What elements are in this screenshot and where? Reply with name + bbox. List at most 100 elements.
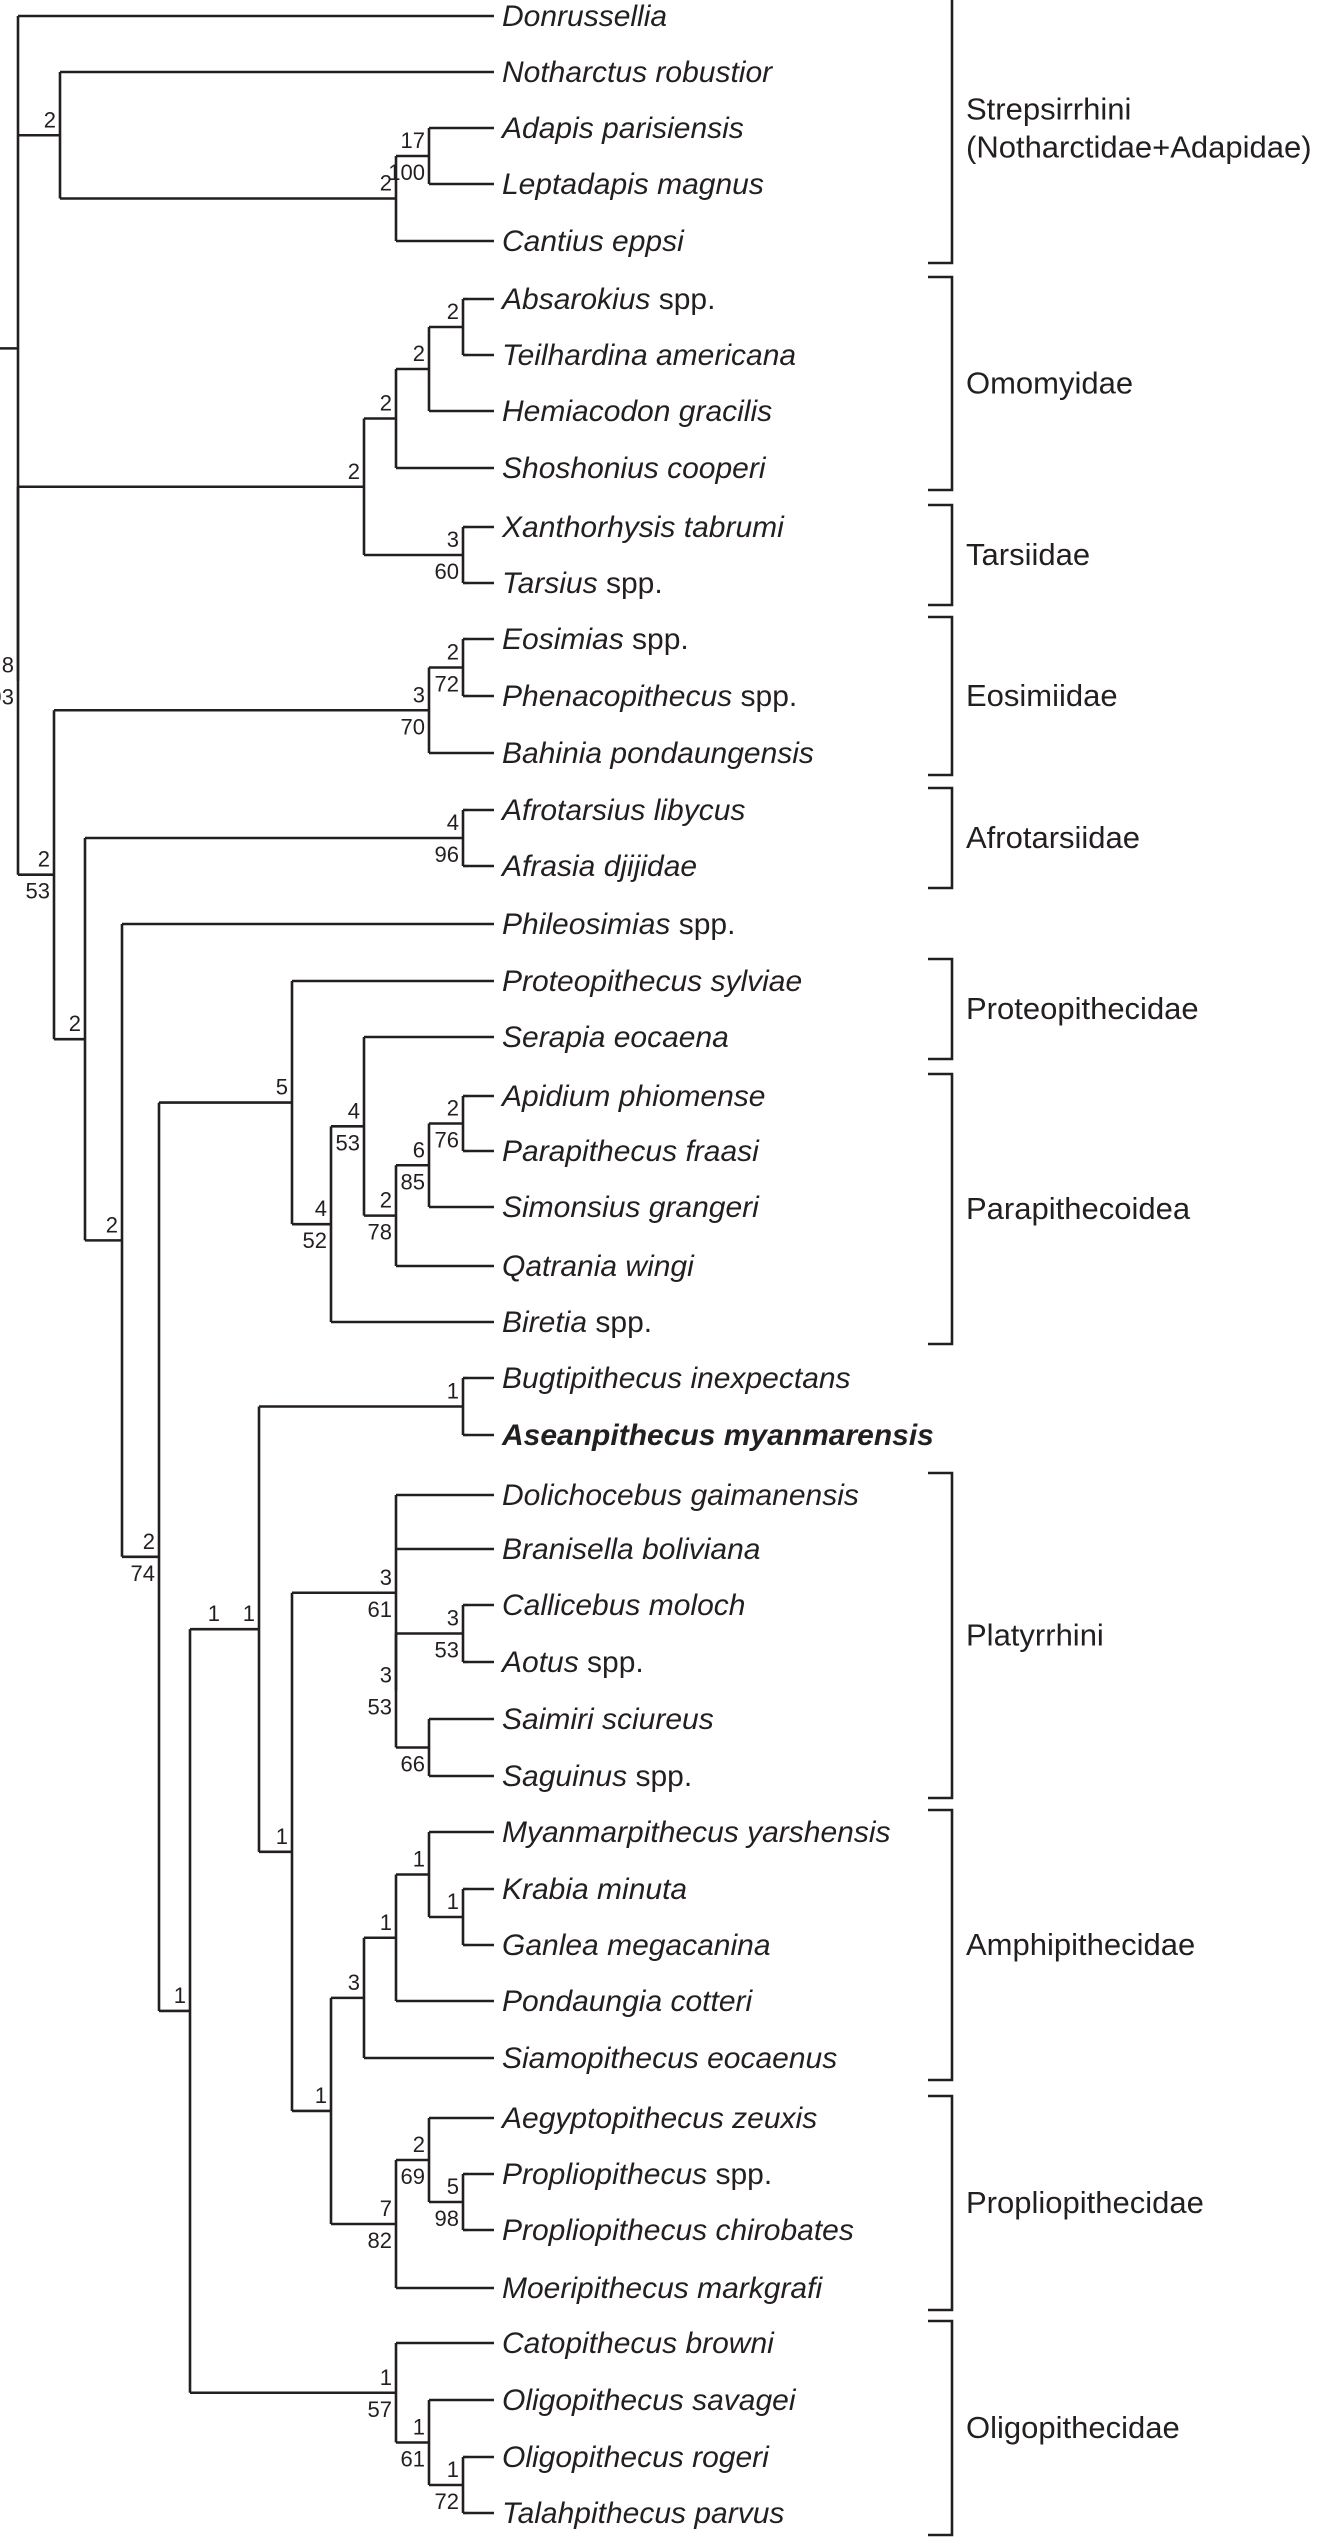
taxon-name: Pondaungia cotteri	[502, 1985, 754, 2018]
taxon-name: Teilhardina americana	[502, 339, 796, 372]
bootstrap-value: 78	[368, 1220, 392, 1245]
support-value: 2	[44, 107, 56, 132]
group-label: Parapithecoidea	[966, 1191, 1191, 1226]
support-value: 1	[243, 1601, 255, 1626]
group-label: Afrotarsiidae	[966, 820, 1140, 855]
taxon-name: Aegyptopithecus zeuxis	[500, 2102, 817, 2135]
support-value: 4	[348, 1098, 360, 1123]
taxon-name: Bugtipithecus inexpectans	[502, 1362, 851, 1395]
taxon-label: Tarsius spp.	[502, 567, 663, 600]
support-value: 1	[447, 2457, 459, 2482]
taxon-label: Afrasia djijidae	[500, 850, 697, 883]
taxon-suffix: spp.	[598, 567, 663, 600]
taxon-name: Bahinia pondaungensis	[502, 737, 814, 770]
taxon-label: Ganlea megacanina	[502, 1929, 771, 1962]
support-value: 1	[413, 2415, 425, 2440]
taxon-name: Xanthorhysis tabrumi	[501, 511, 785, 544]
taxon-label: Oligopithecus rogeri	[502, 2441, 770, 2474]
group-bracket	[928, 1471, 954, 1800]
taxon-label: Phileosimias spp.	[502, 908, 735, 941]
support-value: 1	[208, 1601, 220, 1626]
taxon-name: Serapia eocaena	[502, 1021, 729, 1054]
taxon-label: Apidium phiomense	[500, 1080, 765, 1113]
bootstrap-value: 96	[435, 842, 459, 867]
taxon-suffix: spp.	[707, 2158, 772, 2191]
group-bracket	[928, 2319, 954, 2537]
taxon-name: Krabia minuta	[502, 1873, 687, 1906]
support-value: 1	[174, 1983, 186, 2008]
support-value: 2	[38, 847, 50, 872]
group-label: (Notharctidae+Adapidae)	[966, 130, 1312, 165]
taxon-label: Bugtipithecus inexpectans	[502, 1362, 851, 1395]
taxon-label: Krabia minuta	[502, 1873, 687, 1906]
taxon-name: Dolichocebus gaimanensis	[502, 1479, 859, 1512]
bootstrap-value: 53	[336, 1130, 360, 1155]
taxon-name: Hemiacodon gracilis	[502, 395, 772, 428]
support-values: 1710022222360227237049627668527845345251…	[0, 107, 459, 2514]
taxon-suffix: spp.	[624, 623, 689, 656]
support-value: 2	[413, 2132, 425, 2157]
taxon-name: Biretia	[502, 1306, 587, 1339]
bootstrap-value: 66	[401, 1752, 425, 1777]
taxon-name: Eosimias	[502, 623, 624, 656]
taxon-name: Parapithecus fraasi	[502, 1135, 760, 1168]
bootstrap-value: 82	[368, 2228, 392, 2253]
group-bracket	[928, 503, 954, 607]
bootstrap-value: 57	[368, 2397, 392, 2422]
support-value: 5	[276, 1075, 288, 1100]
taxon-label: Absarokius spp.	[500, 283, 715, 316]
taxon-name: Saguinus	[502, 1760, 627, 1793]
taxon-label: Saguinus spp.	[502, 1760, 692, 1793]
bootstrap-value: 93	[0, 685, 14, 710]
bootstrap-value: 72	[435, 672, 459, 697]
group-label: Amphipithecidae	[966, 1927, 1195, 1962]
support-value: 3	[447, 527, 459, 552]
taxon-name: Tarsius	[502, 567, 598, 600]
taxon-label: Saimiri sciureus	[502, 1703, 714, 1736]
taxon-label: Shoshonius cooperi	[502, 452, 767, 485]
group-bracket	[928, 1072, 954, 1346]
taxon-name: Leptadapis magnus	[502, 168, 764, 201]
bootstrap-value: 53	[435, 1638, 459, 1663]
taxon-suffix: spp.	[587, 1306, 652, 1339]
group-bracket	[928, 957, 954, 1061]
support-value: 3	[413, 682, 425, 707]
taxon-name: Oligopithecus rogeri	[502, 2441, 770, 2474]
bootstrap-value: 61	[368, 1597, 392, 1622]
bootstrap-value: 85	[401, 1169, 425, 1194]
taxon-label: Eosimias spp.	[502, 623, 689, 656]
taxon-name: Shoshonius cooperi	[502, 452, 767, 485]
taxon-name: Cantius eppsi	[502, 225, 685, 258]
support-value: 2	[69, 1011, 81, 1036]
taxon-name: Catopithecus browni	[502, 2327, 775, 2360]
taxon-label: Myanmarpithecus yarshensis	[502, 1816, 891, 1849]
support-value: 2	[348, 459, 360, 484]
bootstrap-value: 60	[435, 559, 459, 584]
support-value: 2	[413, 341, 425, 366]
support-value: 1	[380, 2365, 392, 2390]
taxon-name: Ganlea megacanina	[502, 1929, 771, 1962]
support-value: 6	[413, 1137, 425, 1162]
support-value: 2	[447, 299, 459, 324]
bootstrap-value: 74	[131, 1561, 155, 1586]
taxon-label: Qatrania wingi	[502, 1250, 695, 1283]
taxon-label: Pondaungia cotteri	[502, 1985, 754, 2018]
group-label: Proteopithecidae	[966, 991, 1199, 1026]
group-bracket	[928, 1808, 954, 2082]
taxon-label: Leptadapis magnus	[502, 168, 764, 201]
support-value: 2	[447, 640, 459, 665]
group-label: Strepsirrhini	[966, 92, 1131, 127]
support-value: 2	[447, 1096, 459, 1121]
taxon-name: Donrussellia	[502, 0, 667, 33]
taxon-name: Saimiri sciureus	[502, 1703, 714, 1736]
taxon-suffix: spp.	[627, 1760, 692, 1793]
support-value: 2	[106, 1212, 118, 1237]
taxon-label: Afrotarsius libycus	[500, 794, 745, 827]
taxon-label: Dolichocebus gaimanensis	[502, 1479, 859, 1512]
taxon-label: Propliopithecus spp.	[502, 2158, 772, 2191]
taxon-name: Afrasia djijidae	[500, 850, 697, 883]
taxon-label: Hemiacodon gracilis	[502, 395, 772, 428]
group-bracket	[928, 615, 954, 777]
